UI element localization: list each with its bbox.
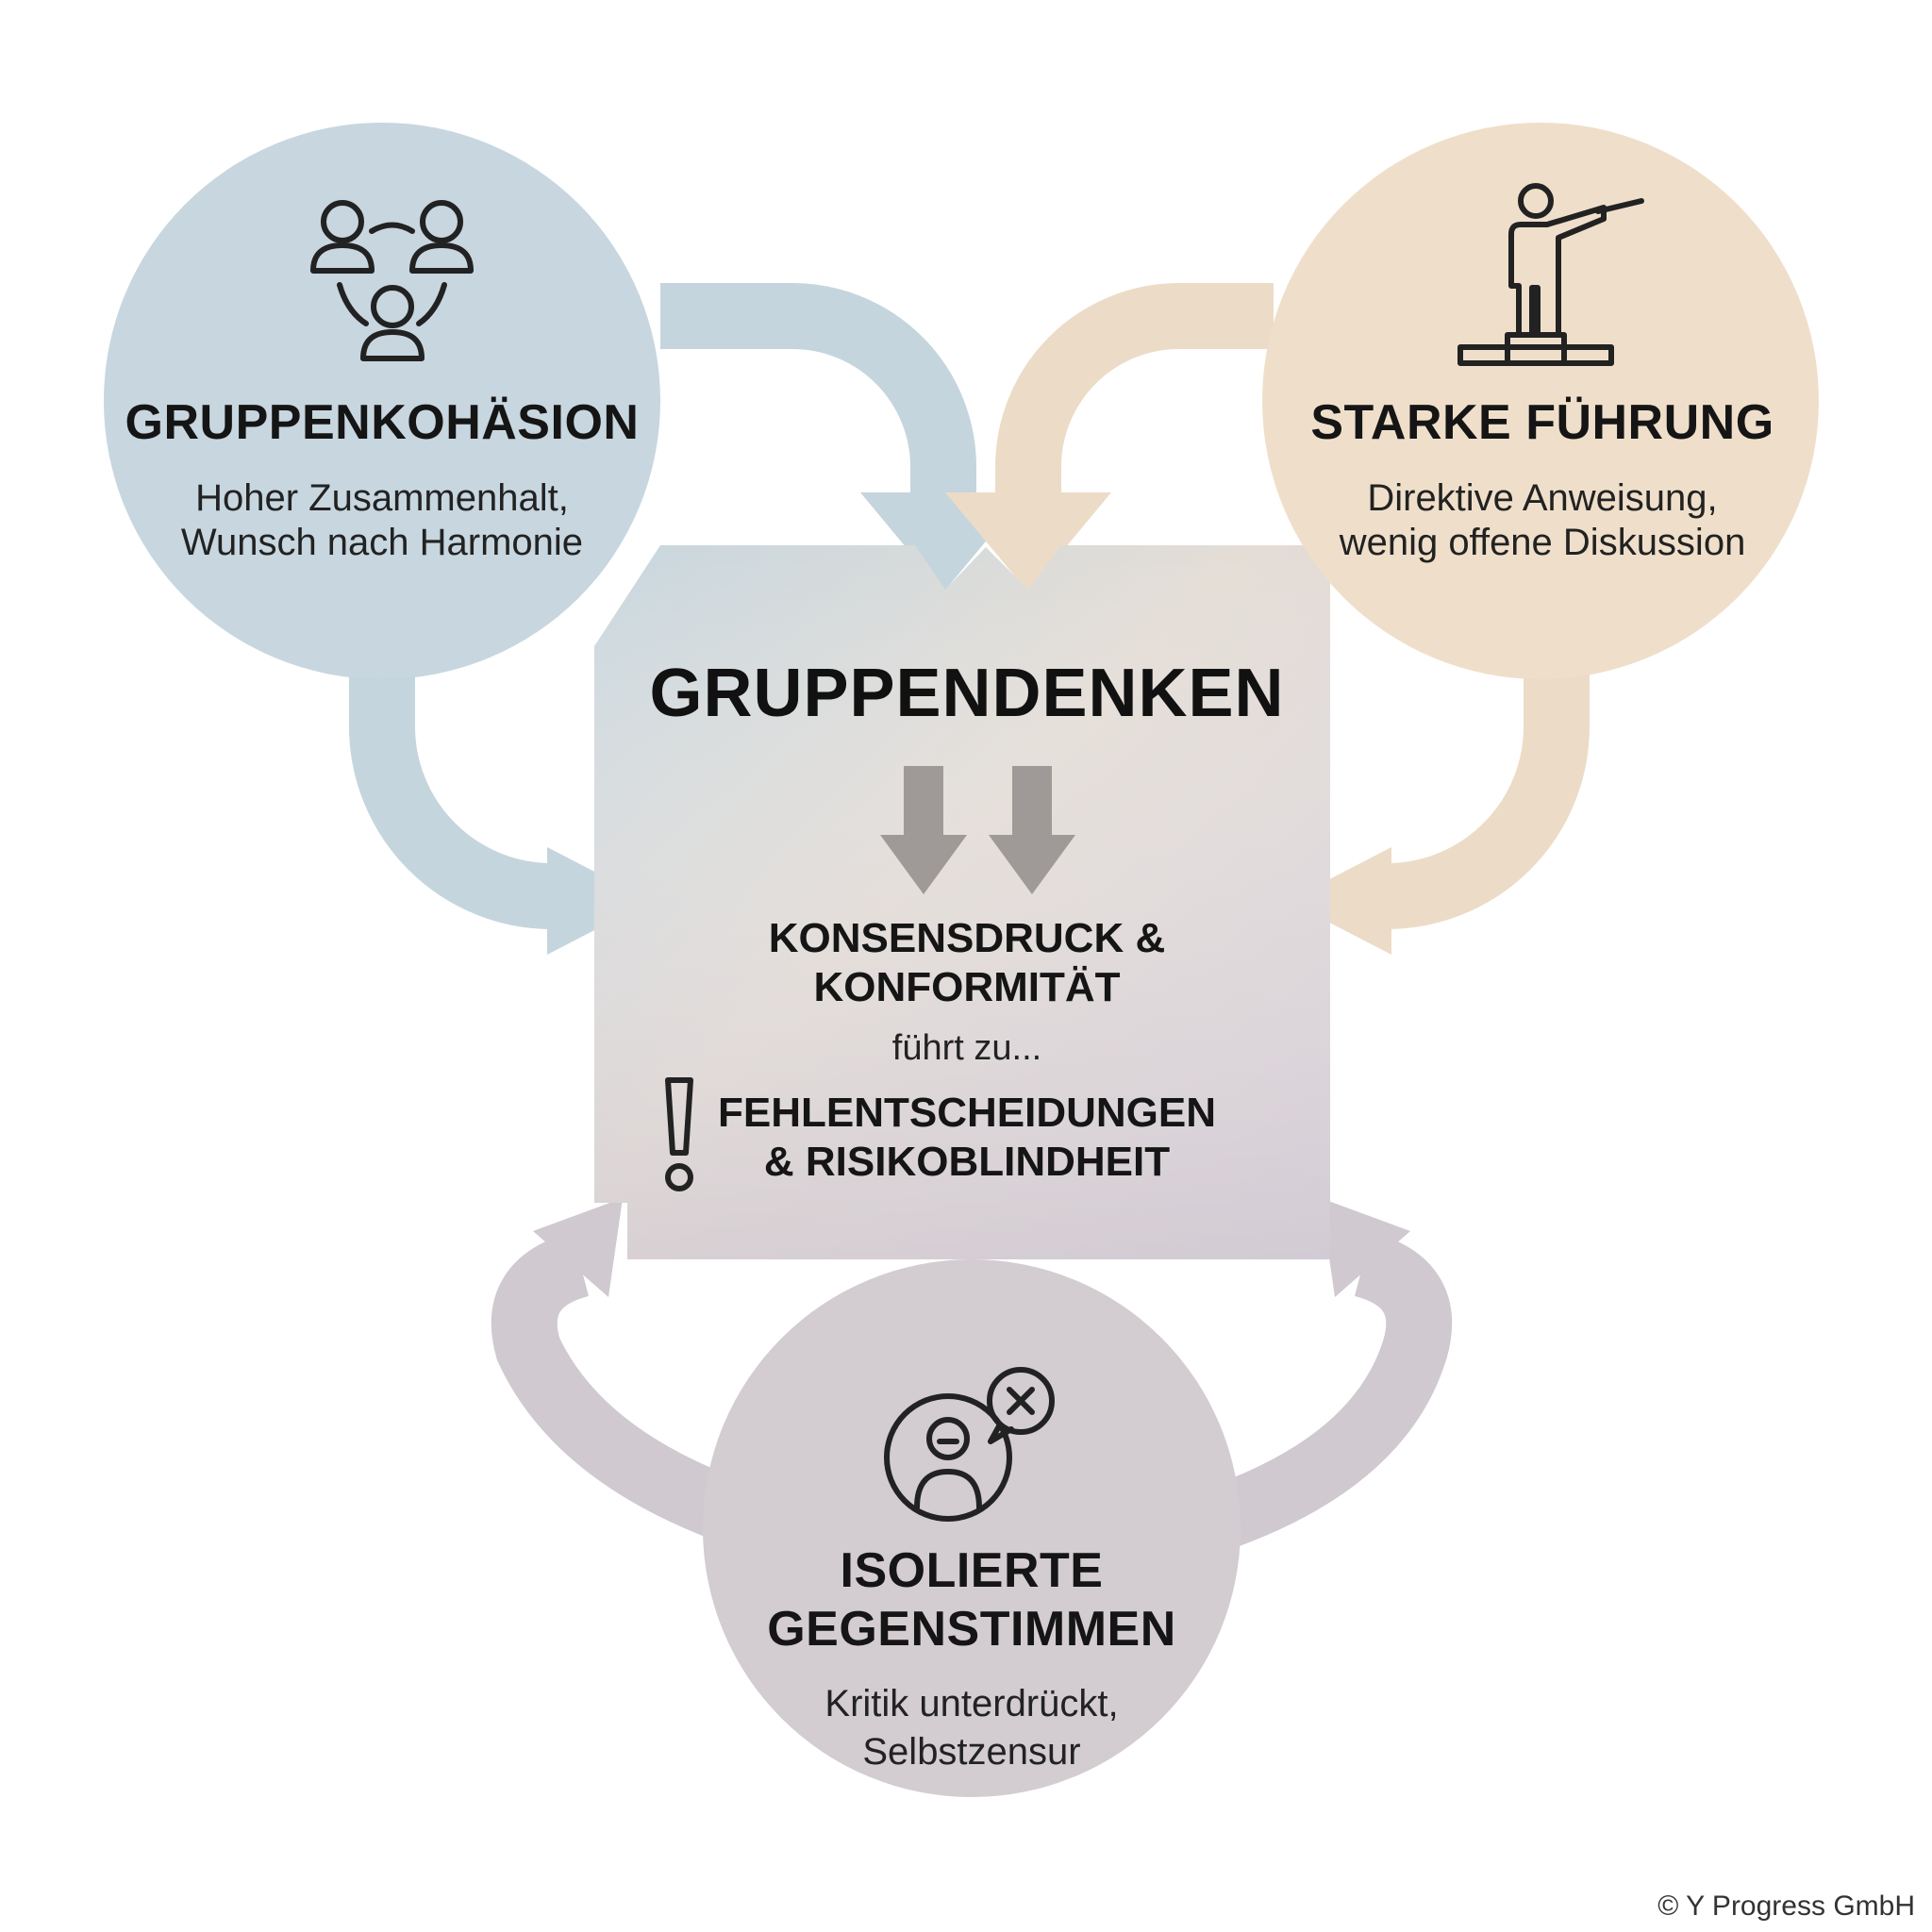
pressure-line2: KONFORMITÄT [813, 964, 1121, 1010]
arrow-dissent-left [491, 1198, 792, 1560]
outcome-line2: & RISIKOBLINDHEIT [763, 1139, 1171, 1185]
cohesion-title: GRUPPENKOHÄSION [125, 395, 640, 450]
leadership-circle [1262, 123, 1819, 679]
groupthink-title: GRUPPENDENKEN [649, 656, 1285, 731]
copyright-text: © Y Progress GmbH [1657, 1890, 1915, 1922]
dissent-title-line1: ISOLIERTE [840, 1543, 1104, 1598]
leadership-desc-line1: Direktive Anweisung, [1367, 477, 1718, 519]
cohesion-desc-line1: Hoher Zusammenhalt, [195, 477, 569, 519]
arrow-leadership-to-side [1288, 651, 1590, 955]
presenter-podium-icon [1457, 183, 1644, 366]
pressure-line1: KONSENSDRUCK & [768, 915, 1166, 961]
muted-person-icon [884, 1367, 1055, 1522]
leads-to-text: führt zu... [891, 1028, 1042, 1068]
arrow-dissent-right [1178, 1198, 1453, 1560]
dissent-desc-line2: Selbstzensur [862, 1731, 1081, 1773]
cohesion-desc-line2: Wunsch nach Harmonie [180, 522, 584, 563]
dissent-title-line2: GEGENSTIMMEN [767, 1602, 1176, 1657]
dissent-desc-line1: Kritik unterdrückt, [824, 1683, 1119, 1724]
arrow-leadership-to-top [945, 283, 1274, 592]
dissent-circle [703, 1259, 1241, 1797]
outcome-line1: FEHLENTSCHEIDUNGEN [717, 1090, 1217, 1136]
leadership-desc-line2: wenig offene Diskussion [1339, 522, 1746, 563]
double-down-arrow-icon [880, 766, 1075, 894]
cohesion-circle [104, 123, 660, 679]
central-box [594, 545, 1330, 1259]
leadership-title: STARKE FÜHRUNG [1310, 395, 1774, 450]
group-people-icon [310, 200, 474, 361]
exclamation-icon [665, 1077, 693, 1191]
